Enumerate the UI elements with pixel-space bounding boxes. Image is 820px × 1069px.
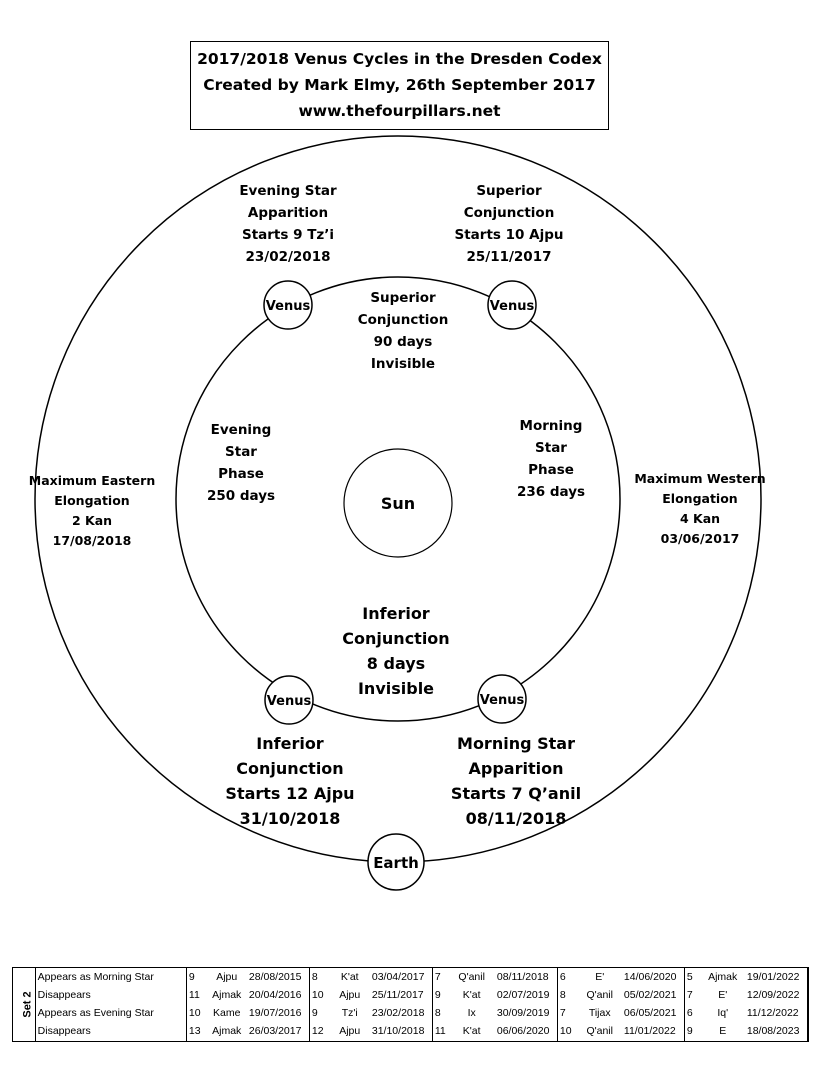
set-label: Set 2 bbox=[13, 968, 36, 1041]
date: 11/01/2022 bbox=[621, 1022, 685, 1041]
day-number: 10 bbox=[188, 1007, 201, 1020]
venus-label: Venus bbox=[266, 299, 311, 314]
venus-label: Venus bbox=[267, 694, 312, 709]
day-number: 8 bbox=[559, 988, 566, 1001]
day-name: Q'anil bbox=[586, 988, 613, 1001]
website-line: www.thefourpillars.net bbox=[298, 102, 501, 120]
inferior-conjunction-label: Inferior Conjunction Starts 12 Ajpu 31/1… bbox=[225, 734, 355, 828]
max-western-elongation-label: Maximum Western Elongation 4 Kan 03/06/2… bbox=[634, 471, 766, 546]
venus-bottom-right: Venus bbox=[477, 674, 527, 724]
day-number: 8 bbox=[311, 970, 318, 983]
day-name: Ajmak bbox=[212, 988, 242, 1001]
day-number: 7 bbox=[559, 1007, 566, 1020]
venus-label: Venus bbox=[480, 693, 525, 708]
title-line: 2017/2018 Venus Cycles in the Dresden Co… bbox=[197, 50, 602, 68]
venus-orbit bbox=[175, 276, 621, 722]
date: 20/04/2016 bbox=[246, 986, 310, 1005]
day-number: 6 bbox=[559, 970, 566, 983]
date: 19/01/2022 bbox=[744, 968, 808, 987]
superior-conjunction-label: Superior Conjunction Starts 10 Ajpu 25/1… bbox=[454, 183, 564, 265]
date: 02/07/2019 bbox=[494, 986, 558, 1005]
day-number: 5 bbox=[686, 970, 693, 983]
day-name: E' bbox=[595, 970, 605, 983]
day-name: E bbox=[719, 1025, 727, 1038]
date: 12/09/2022 bbox=[744, 986, 808, 1005]
day-number: 9 bbox=[311, 1007, 318, 1020]
day-name: K'at bbox=[340, 970, 359, 983]
day-name: E' bbox=[718, 988, 728, 1001]
row-description: Disappears bbox=[35, 1022, 187, 1041]
row-description: Appears as Morning Star bbox=[35, 968, 187, 987]
day-number: 11 bbox=[188, 988, 200, 1001]
evening-apparition-label: Evening Star Apparition Starts 9 Tz’i 23… bbox=[239, 183, 337, 265]
row-description: Disappears bbox=[35, 986, 187, 1005]
day-name: Ajmak bbox=[708, 970, 738, 983]
date: 25/11/2017 bbox=[369, 986, 433, 1005]
date: 03/04/2017 bbox=[369, 968, 433, 987]
day-name: Q'anil bbox=[458, 970, 485, 983]
date: 06/06/2020 bbox=[494, 1022, 558, 1041]
day-number: 10 bbox=[559, 1025, 572, 1038]
max-eastern-elongation-label: Maximum Eastern Elongation 2 Kan 17/08/2… bbox=[28, 473, 156, 548]
day-name: Ajpu bbox=[339, 1025, 361, 1038]
date: 18/08/2023 bbox=[744, 1022, 808, 1041]
evening-phase-label: Evening Star Phase 250 days bbox=[206, 422, 276, 504]
morning-phase-label: Morning Star Phase 236 days bbox=[516, 418, 586, 500]
day-number: 12 bbox=[311, 1025, 324, 1038]
day-number: 10 bbox=[311, 988, 324, 1001]
venus-top-right: Venus bbox=[487, 280, 537, 330]
day-name: K'at bbox=[462, 988, 481, 1001]
day-name: Ajmak bbox=[212, 1025, 242, 1038]
day-name: Ix bbox=[467, 1007, 476, 1020]
date: 19/07/2016 bbox=[246, 1004, 310, 1023]
day-name: Tijax bbox=[588, 1007, 611, 1020]
date: 11/12/2022 bbox=[744, 1004, 808, 1023]
day-name: Iq' bbox=[717, 1007, 729, 1020]
day-number: 7 bbox=[686, 988, 693, 1001]
venus-label: Venus bbox=[490, 299, 535, 314]
day-number: 11 bbox=[434, 1025, 446, 1038]
day-number: 6 bbox=[686, 1007, 693, 1020]
earth: Earth bbox=[367, 833, 425, 891]
sun-circle bbox=[343, 448, 453, 558]
venus-top-left: Venus bbox=[263, 280, 313, 330]
venus-bottom-left: Venus bbox=[264, 675, 314, 725]
day-name: Ajpu bbox=[216, 970, 238, 983]
date: 08/11/2018 bbox=[494, 968, 558, 987]
date: 23/02/2018 bbox=[369, 1004, 433, 1023]
title-box: 2017/2018 Venus Cycles in the Dresden Co… bbox=[190, 41, 609, 130]
sun-label: Sun bbox=[381, 494, 415, 513]
day-number: 9 bbox=[188, 970, 195, 983]
day-number: 13 bbox=[188, 1025, 201, 1038]
day-name: Tz'i bbox=[341, 1007, 358, 1020]
morning-apparition-label: Morning Star Apparition Starts 7 Q’anil … bbox=[450, 734, 582, 828]
date: 31/10/2018 bbox=[369, 1022, 433, 1041]
date: 28/08/2015 bbox=[246, 968, 310, 987]
subtitle-line: Created by Mark Elmy, 26th September 201… bbox=[203, 76, 596, 94]
day-name: Ajpu bbox=[339, 988, 361, 1001]
day-number: 9 bbox=[434, 988, 441, 1001]
day-number: 7 bbox=[434, 970, 441, 983]
date: 14/06/2020 bbox=[621, 968, 685, 987]
date: 26/03/2017 bbox=[246, 1022, 310, 1041]
date: 30/09/2019 bbox=[494, 1004, 558, 1023]
superior-phase-label: Superior Conjunction 90 days Invisible bbox=[357, 290, 449, 372]
day-number: 8 bbox=[434, 1007, 441, 1020]
day-number: 9 bbox=[686, 1025, 693, 1038]
row-description: Appears as Evening Star bbox=[35, 1004, 187, 1023]
date: 05/02/2021 bbox=[621, 986, 685, 1005]
earth-label: Earth bbox=[373, 854, 419, 872]
day-name: K'at bbox=[462, 1025, 481, 1038]
day-name: Kame bbox=[213, 1007, 241, 1020]
day-name: Q'anil bbox=[586, 1025, 613, 1038]
inferior-phase-label: Inferior Conjunction 8 days Invisible bbox=[342, 604, 450, 698]
date: 06/05/2021 bbox=[621, 1004, 685, 1023]
